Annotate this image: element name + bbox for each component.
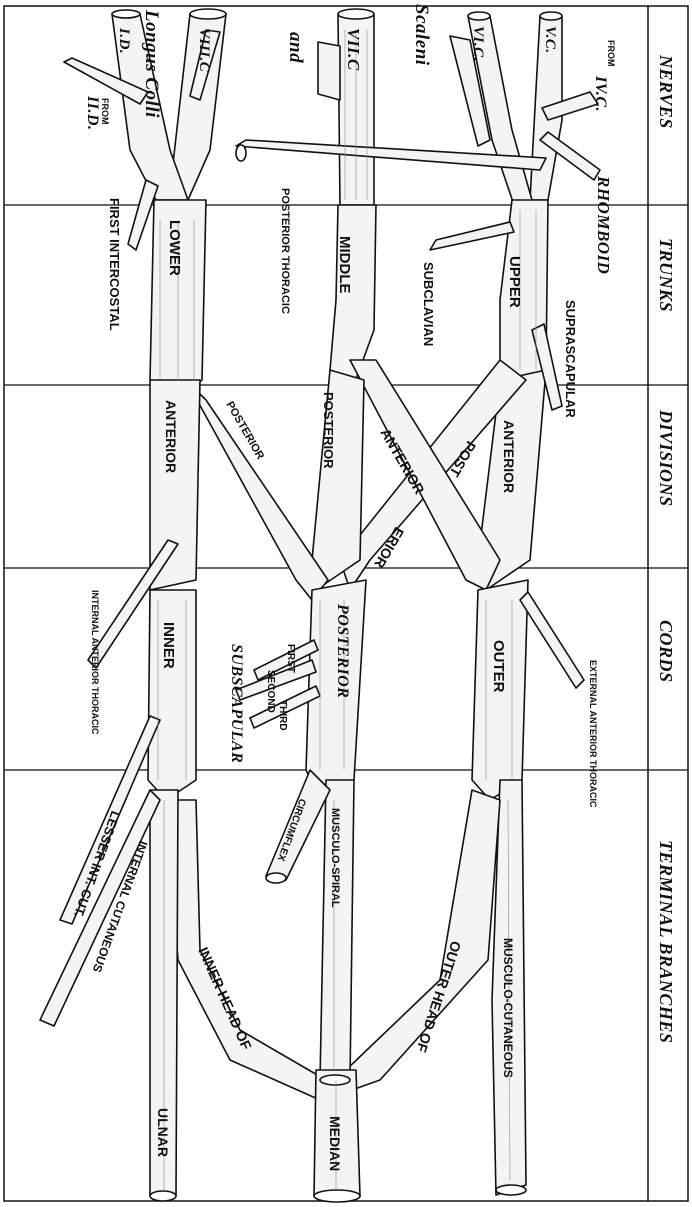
branch-external-anterior-thoracic — [520, 592, 584, 688]
cut-end-vc — [540, 12, 562, 20]
label-division-posterior-middle: POSTERIOR — [321, 392, 336, 469]
label-median: MEDIAN — [327, 1116, 343, 1171]
label-trunk-upper: UPPER — [506, 256, 523, 308]
label-division-anterior-lower: ANTERIOR — [163, 400, 179, 473]
label-cord-outer: OUTER — [490, 640, 507, 693]
label-division-anterior-upper: ANTERIOR — [501, 420, 517, 493]
label-trunk-lower: LOWER — [166, 220, 183, 276]
label-vic: VI.C. — [470, 26, 486, 62]
label-from-ivc: IV.C. — [592, 75, 609, 112]
column-heading-cords: CORDS — [656, 620, 676, 683]
label-and: and — [285, 32, 306, 63]
label-from-iid: II.D. — [84, 95, 101, 131]
cut-end-posterior-thoracic — [236, 145, 246, 161]
label-cord-inner: INNER — [160, 622, 177, 669]
cut-end-ulnar — [150, 1191, 176, 1201]
cut-end-id — [112, 10, 140, 18]
label-outer-head-of: OUTER HEAD OF — [413, 939, 464, 1055]
label-second-subscapular: SECOND — [265, 670, 276, 713]
branch-and — [318, 42, 340, 100]
cut-end-median — [314, 1190, 360, 1202]
label-subclavian: SUBCLAVIAN — [421, 262, 436, 346]
label-viic: VII.C — [344, 28, 363, 71]
label-id: I.D. — [116, 27, 132, 54]
label-posterior-thoracic: POSTERIOR THORACIC — [279, 188, 291, 314]
column-heading-nerves: NERVES — [656, 54, 676, 129]
label-longus-colli: Longus Colli — [141, 9, 162, 118]
label-scaleni: Scaleni — [411, 4, 432, 66]
label-subscapular: SUBSCAPULAR — [228, 644, 245, 763]
division-posterior-lower — [186, 380, 328, 600]
label-musculo-spiral: MUSCULO-SPIRAL — [329, 808, 341, 908]
label-external-anterior-thoracic: EXTERNAL ANTERIOR THORACIC — [588, 660, 598, 808]
column-heading-terminal-branches: TERMINAL BRANCHES — [656, 840, 676, 1043]
label-ulnar: ULNAR — [155, 1108, 171, 1157]
label-rhomboid: RHOMBOID — [594, 175, 613, 274]
label-first-subscapular: FIRST — [285, 644, 296, 673]
label-from-ivc-from: FROM — [606, 40, 616, 67]
branch-subclavian — [430, 222, 514, 250]
division-posterior-middle — [312, 370, 364, 590]
cut-end-circumflex — [266, 873, 286, 883]
label-musculo-cutaneous: MUSCULO-CUTANEOUS — [501, 938, 515, 1078]
cut-end-musculo-spiral — [320, 1075, 350, 1085]
label-third-subscapular: THIRD — [277, 700, 288, 731]
label-first-intercostal: FIRST INTERCOSTAL — [107, 198, 122, 331]
column-heading-trunks: TRUNKS — [656, 238, 676, 312]
cut-end-musculo-cutaneous — [496, 1185, 526, 1195]
label-suprascapular: SUPRASCAPULAR — [563, 300, 578, 418]
branch-internal-cutaneous — [40, 790, 160, 1026]
label-vc: V.C. — [542, 26, 558, 54]
label-cord-posterior: POSTERIOR — [334, 603, 351, 698]
label-trunk-middle: MIDDLE — [336, 236, 353, 294]
column-headings: NERVES TRUNKS DIVISIONS CORDS TERMINAL B… — [656, 54, 676, 1043]
label-internal-anterior-thoracic: INTERNAL ANTERIOR THORACIC — [90, 590, 100, 735]
cut-end-vic — [468, 12, 490, 20]
column-heading-divisions: DIVISIONS — [656, 409, 676, 507]
cut-end-viiic — [190, 9, 226, 19]
label-viiic: VIII.C — [196, 28, 212, 73]
cut-end-viic — [338, 9, 374, 19]
